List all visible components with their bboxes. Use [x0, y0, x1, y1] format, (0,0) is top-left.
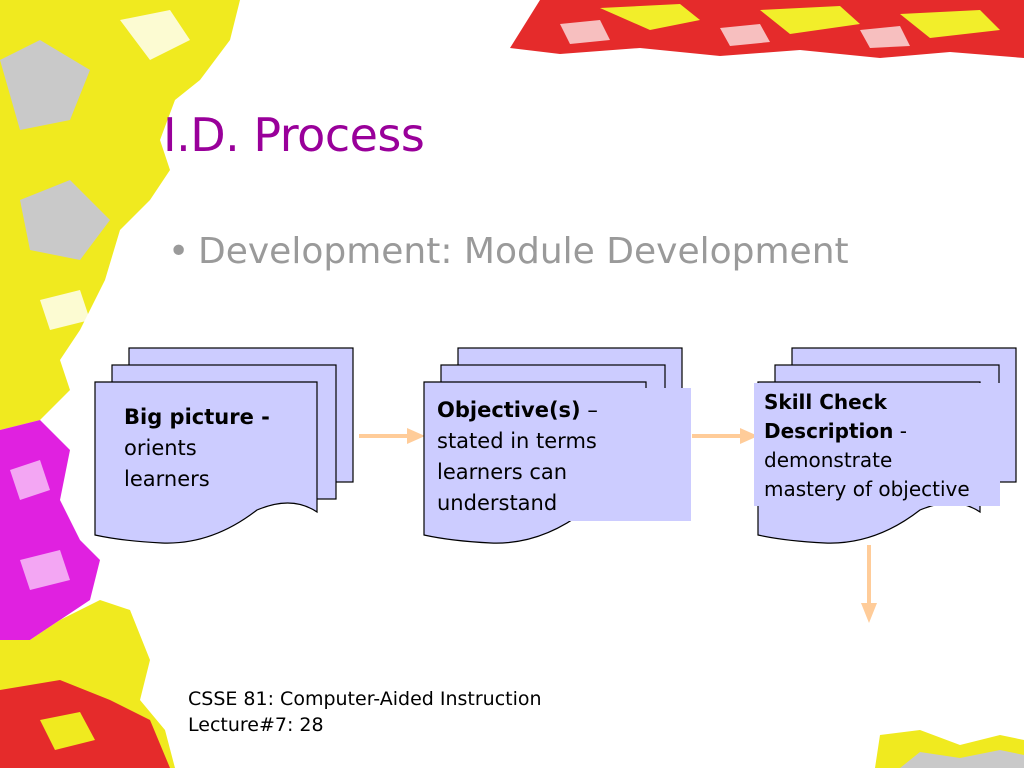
box-1-line-1: orients	[124, 436, 197, 460]
box-2-heading: Objective(s)	[437, 398, 581, 422]
slide-footer: CSSE 81: Computer-Aided Instruction Lect…	[188, 686, 542, 738]
bullet-dot: •	[168, 231, 190, 272]
footer-course: CSSE 81: Computer-Aided Instruction	[188, 688, 542, 710]
box-2-line-2: learners can	[437, 460, 568, 484]
box-2-line-1: stated in terms	[437, 429, 597, 453]
box-1-heading: Big picture -	[124, 405, 270, 429]
bullet-item: •Development: Module Development	[168, 231, 849, 272]
box-3-line-1: demonstrate	[764, 448, 893, 472]
slide-title: I.D. Process	[163, 108, 425, 162]
arrow-down	[861, 545, 877, 623]
document-stack-1	[94, 347, 354, 544]
box-1-text: Big picture - orients learners	[124, 402, 314, 495]
box-2-dash: –	[580, 398, 598, 422]
arrow-right-2	[692, 428, 758, 444]
box-2-text: Objective(s) – stated in terms learners …	[437, 395, 687, 519]
document-stack-3	[754, 347, 1017, 544]
footer-lecture: Lecture#7:	[188, 714, 294, 736]
box-2-line-3: understand	[437, 491, 558, 515]
box-3-heading-1: Skill Check	[764, 390, 887, 414]
bullet-text: Development: Module Development	[198, 231, 849, 272]
box-3-heading-2: Description	[764, 419, 894, 443]
arrow-right-1	[359, 428, 425, 444]
box-1-line-2: learners	[124, 467, 210, 491]
footer-page-number: 28	[299, 714, 324, 736]
box-3-line-2: mastery of objective	[764, 477, 970, 501]
box-3-text: Skill Check Description - demonstrate ma…	[764, 388, 1014, 504]
document-stack-2	[423, 347, 691, 544]
box-3-dash: -	[893, 419, 907, 443]
footer-lecture-line: Lecture#7: 28	[188, 712, 542, 738]
